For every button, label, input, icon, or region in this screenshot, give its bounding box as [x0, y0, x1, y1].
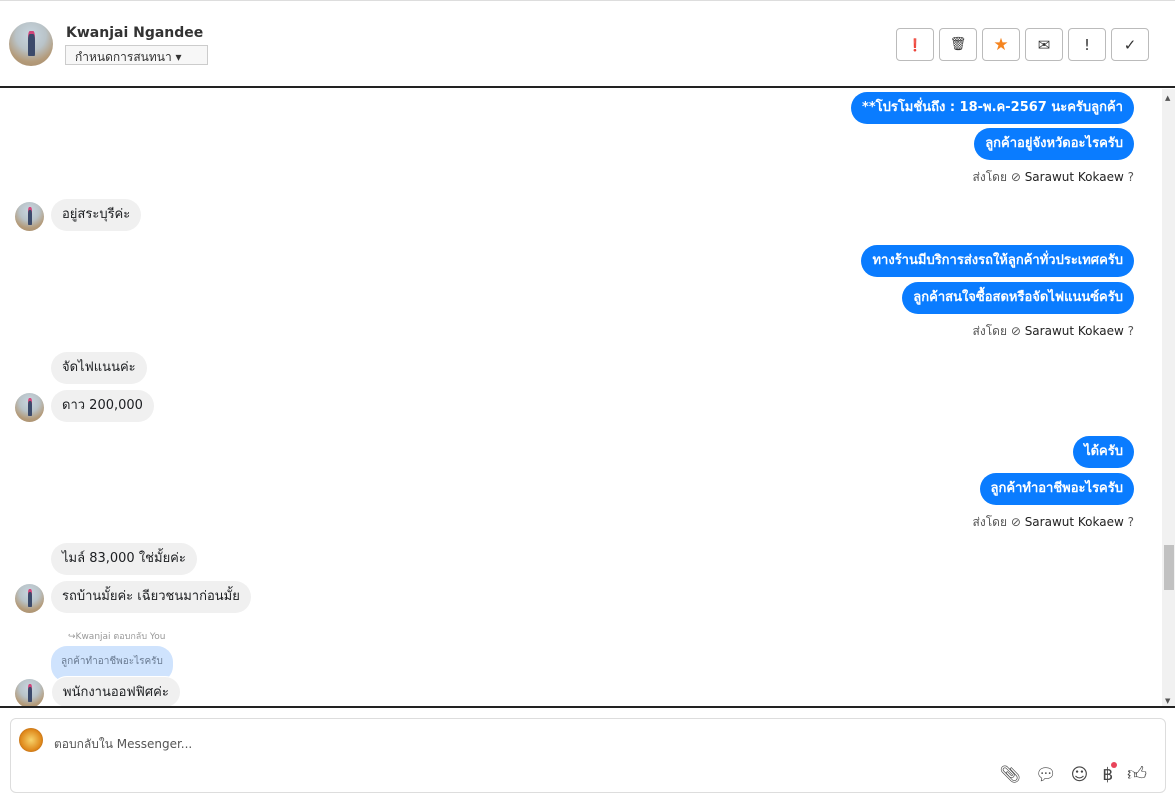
help-icon[interactable]: ?: [1127, 515, 1134, 529]
notification-dot: [1111, 761, 1118, 768]
help-icon[interactable]: ?: [1127, 324, 1134, 338]
contact-avatar[interactable]: [9, 22, 53, 66]
incoming-message: รถบ้านมั้ยค่ะ เฉียวชนมาก่อนมั้ย: [51, 581, 251, 613]
mark-unread-button[interactable]: ✉: [1025, 28, 1063, 61]
outgoing-message: ลูกค้าทำอาชีพอะไรครับ: [979, 473, 1134, 505]
contact-avatar: [15, 584, 44, 613]
incoming-message: ไมล์ 83,000 ใช่มั้ยค่ะ: [51, 543, 197, 575]
sent-by-prefix: ส่งโดย: [972, 324, 1007, 338]
reply-input[interactable]: ตอบกลับใน Messenger...: [54, 737, 193, 751]
incoming-message: พนักงานออฟฟิศค่ะ: [51, 676, 181, 706]
message-thread: **โปรโมชั่นถึง : 18-พ.ค-2567 นะครับลูกค้…: [0, 89, 1175, 708]
spam-button[interactable]: ❗: [896, 28, 934, 61]
sent-by-prefix: ส่งโดย: [972, 515, 1007, 529]
incoming-message: อยู่สระบุรีค่ะ: [51, 199, 142, 231]
saved-reply-icon[interactable]: 💬︎: [1034, 764, 1057, 785]
conversation-header: Kwanjai Ngandee กำหนดการสนทนา ▾ ❗ 🗑 ★ ✉ …: [0, 0, 1175, 88]
outgoing-message: **โปรโมชั่นถึง : 18-พ.ค-2567 นะครับลูกค้…: [851, 92, 1134, 124]
thumbs-up-icon[interactable]: 👍︎: [1127, 763, 1147, 785]
sent-by-label: ส่งโดย ⊘ Sarawut Kokaew ?: [972, 170, 1134, 184]
baht-payment-icon[interactable]: ฿: [1102, 761, 1118, 785]
emoji-icon[interactable]: ☺: [1070, 764, 1089, 785]
sent-by-label: ส่งโดย ⊘ Sarawut Kokaew ?: [972, 515, 1134, 529]
help-icon[interactable]: ?: [1127, 170, 1134, 184]
contact-avatar: [15, 679, 44, 706]
done-button[interactable]: ✓: [1111, 28, 1149, 61]
sent-by-prefix: ส่งโดย: [972, 170, 1007, 184]
trash-icon: 🗑: [949, 37, 967, 52]
scroll-down-icon[interactable]: ▼: [1165, 697, 1171, 705]
star-button[interactable]: ★: [982, 28, 1020, 61]
scroll-up-icon[interactable]: ▲: [1165, 94, 1171, 102]
reply-label: ↪Kwanjai ตอบกลับ You: [68, 632, 166, 642]
envelope-icon: ✉: [1037, 35, 1051, 54]
incoming-message: ดาว 200,000: [51, 390, 154, 422]
sent-by-label: ส่งโดย ⊘ Sarawut Kokaew ?: [972, 324, 1134, 338]
message-composer[interactable]: ตอบกลับใน Messenger... 📎︎ 💬︎ ☺ ฿ 👍︎: [10, 718, 1166, 793]
star-icon: ★: [993, 34, 1009, 55]
exclamation-icon: !: [1083, 35, 1090, 54]
outgoing-message: ลูกค้าอยู่จังหวัดอะไรครับ: [974, 128, 1134, 160]
scrollbar[interactable]: ▲ ▼: [1162, 89, 1175, 706]
sender-name: Sarawut Kokaew: [1024, 515, 1124, 529]
outgoing-message: ลูกค้าสนใจซื้อสดหรือจัดไฟแนนซ์ครับ: [902, 282, 1134, 314]
paperclip-icon[interactable]: 📎︎: [999, 764, 1021, 785]
important-button[interactable]: !: [1068, 28, 1106, 61]
contact-name: Kwanjai Ngandee: [66, 25, 204, 41]
delete-button[interactable]: 🗑: [939, 28, 977, 61]
alert-circle-icon: ❗: [907, 37, 923, 52]
outgoing-message: ได้ครับ: [1073, 436, 1134, 468]
scrollbar-thumb[interactable]: [1164, 545, 1174, 590]
sender-name: Sarawut Kokaew: [1024, 324, 1124, 338]
contact-avatar: [15, 202, 44, 231]
sender-name: Sarawut Kokaew: [1024, 170, 1124, 184]
page-avatar: [19, 728, 43, 752]
toolbar: ❗ 🗑 ★ ✉ ! ✓: [896, 28, 1149, 61]
incoming-message: จัดไฟแนนค่ะ: [51, 352, 147, 384]
assign-conversation-dropdown[interactable]: กำหนดการสนทนา ▾: [65, 45, 208, 65]
check-icon: ✓: [1123, 35, 1137, 54]
contact-avatar: [15, 393, 44, 422]
outgoing-message: ทางร้านมีบริการส่งรถให้ลูกค้าทั่วประเทศค…: [861, 245, 1134, 277]
